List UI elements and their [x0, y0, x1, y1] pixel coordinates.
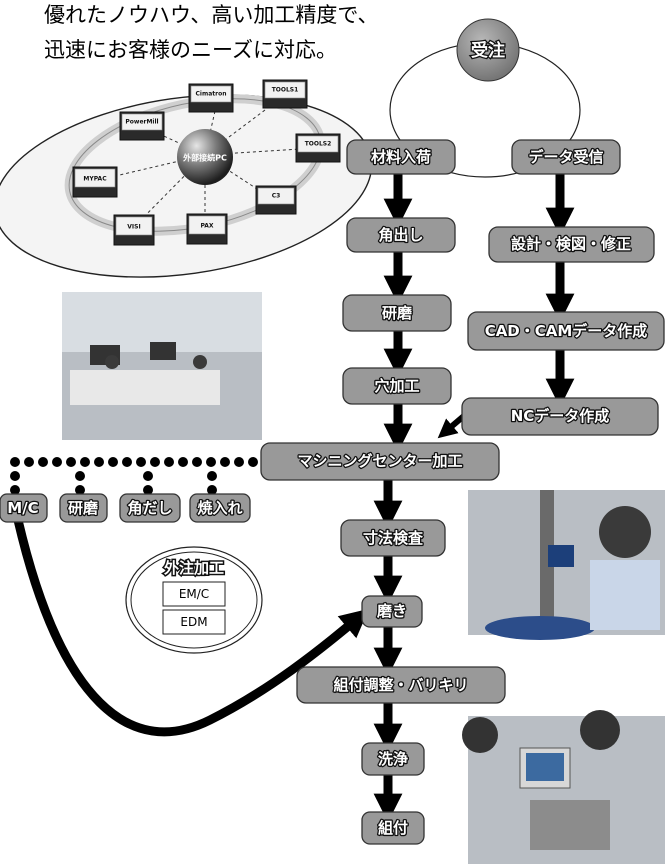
terminal-tools2: TOOLS2: [296, 134, 340, 162]
step-material-arrival: 材料入荷: [347, 140, 455, 174]
network-center-label: 外部接続PC: [183, 153, 227, 163]
order-label: 受注: [471, 40, 505, 61]
svg-text:材料入荷: 材料入荷: [371, 148, 431, 166]
svg-text:角だし: 角だし: [127, 499, 172, 517]
svg-text:角出し: 角出し: [378, 226, 423, 244]
svg-text:穴加工: 穴加工: [374, 377, 419, 395]
svg-text:CAD・CAMデータ作成: CAD・CAMデータ作成: [485, 322, 648, 340]
svg-text:NCデータ作成: NCデータ作成: [511, 407, 610, 425]
step-dimension-inspection: 寸法検査: [341, 520, 445, 556]
svg-text:VISI: VISI: [127, 224, 140, 231]
outsourcing-title: 外注加工: [163, 559, 224, 577]
terminal-pax: PAX: [187, 214, 227, 244]
step-nc-data: NCデータ作成: [462, 398, 658, 435]
svg-text:洗浄: 洗浄: [378, 750, 408, 768]
office-photo: [62, 292, 262, 440]
branch-chamfering: 角だし: [120, 494, 180, 522]
step-polishing: 磨き: [362, 596, 422, 627]
branch-grinding: 研磨: [60, 494, 107, 522]
svg-text:設計・検図・修正: 設計・検図・修正: [511, 235, 631, 253]
step-assembly-adjust: 組付調整・バリキリ: [297, 667, 505, 703]
terminal-visi: VISI: [114, 215, 154, 245]
svg-text:組付調整・バリキリ: 組付調整・バリキリ: [333, 676, 468, 694]
assembly-photo: [462, 710, 665, 864]
step-machining-center: マシニングセンター加工: [261, 443, 499, 480]
svg-text:磨き: 磨き: [376, 602, 407, 620]
step-cadcam-data: CAD・CAMデータ作成: [468, 312, 664, 350]
step-squaring: 角出し: [347, 218, 455, 252]
svg-text:焼入れ: 焼入れ: [197, 499, 242, 517]
inspection-photo: [468, 490, 665, 640]
terminal-tools1: TOOLS1: [263, 80, 307, 108]
step-grinding: 研磨: [343, 295, 451, 331]
svg-text:マシニングセンター加工: マシニングセンター加工: [297, 452, 462, 470]
step-data-receive: データ受信: [512, 140, 620, 174]
svg-text:M/C: M/C: [7, 499, 38, 517]
heading-line-1: 優れたノウハウ、高い加工精度で、: [44, 3, 379, 27]
terminal-c3: C3: [256, 186, 296, 214]
svg-text:MYPAC: MYPAC: [83, 176, 107, 183]
svg-text:Cimatron: Cimatron: [196, 91, 227, 98]
network-illustration: 外部接続PC Cimatron TOOLS1 TOOLS2 C3 PAX VIS…: [0, 72, 383, 299]
terminal-mypac: MYPAC: [73, 167, 117, 197]
terminal-powermill: PowerMill: [120, 112, 164, 140]
svg-text:組付: 組付: [378, 819, 408, 837]
branch-connector: [10, 457, 258, 495]
step-assembly: 組付: [362, 812, 424, 844]
outsourcing-edm: EDM: [180, 615, 207, 629]
step-cleaning: 洗浄: [362, 743, 424, 775]
svg-text:研磨: 研磨: [382, 304, 413, 322]
svg-text:研磨: 研磨: [68, 499, 99, 517]
svg-text:PAX: PAX: [200, 223, 213, 230]
svg-text:TOOLS1: TOOLS1: [272, 87, 299, 94]
step-drilling: 穴加工: [343, 368, 451, 404]
svg-text:寸法検査: 寸法検査: [363, 529, 424, 547]
branch-hardening: 焼入れ: [190, 494, 250, 522]
heading-line-2: 迅速にお客様のニーズに対応。: [44, 38, 337, 62]
outsourcing-emc: EM/C: [179, 587, 209, 601]
svg-text:TOOLS2: TOOLS2: [305, 141, 332, 148]
svg-text:データ受信: データ受信: [528, 148, 603, 166]
step-design-check: 設計・検図・修正: [489, 227, 654, 262]
branch-mc: M/C: [0, 494, 47, 522]
svg-text:PowerMill: PowerMill: [125, 119, 158, 126]
svg-text:C3: C3: [272, 193, 281, 200]
outsourcing-group: 外注加工 EM/C EDM: [126, 547, 262, 653]
terminal-cimatron: Cimatron: [189, 84, 233, 112]
